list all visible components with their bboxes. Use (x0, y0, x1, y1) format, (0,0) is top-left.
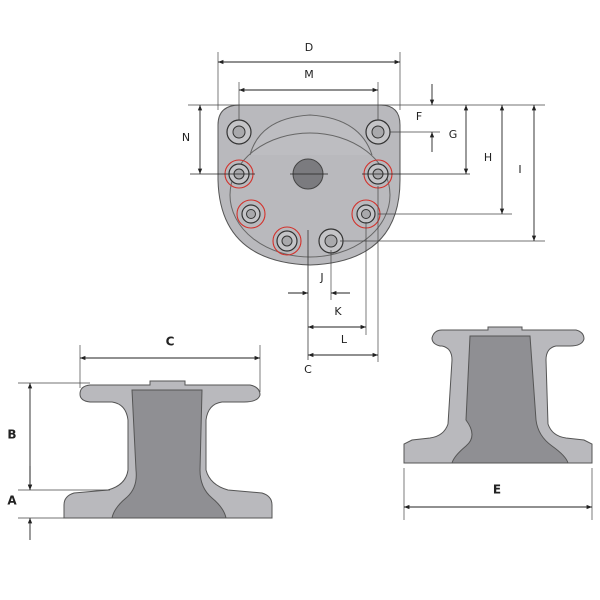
label-K: K (334, 305, 342, 318)
mounting-hole-lower-left (236, 199, 266, 229)
label-C: C (166, 335, 175, 349)
mounting-hole-top-left (226, 119, 252, 145)
top-view-inner-circle (249, 114, 373, 156)
mounting-hole-bottom-left (272, 226, 302, 256)
label-A: A (7, 494, 17, 508)
label-M: M (304, 68, 314, 81)
mounting-hole-bottom-right (318, 228, 344, 254)
label-D: D (305, 41, 313, 54)
top-view-lower-arc (229, 132, 391, 258)
side-view-front: E (403, 326, 593, 520)
label-J: J (319, 271, 323, 284)
label-E: E (493, 483, 501, 497)
mounting-hole-top-right (365, 119, 391, 145)
label-N: N (182, 131, 190, 144)
top-view: D M N F G H I J K (182, 41, 545, 376)
label-F: F (416, 110, 422, 123)
side-view-core (111, 389, 227, 519)
label-G: G (449, 128, 458, 141)
label-H: H (484, 151, 492, 164)
side-view-profile: C B A (7, 335, 273, 540)
label-I: I (518, 163, 521, 176)
label-L: L (341, 333, 348, 346)
label-C-centerline: C (304, 363, 312, 376)
front-view-core (451, 335, 569, 464)
label-B: B (7, 428, 16, 442)
